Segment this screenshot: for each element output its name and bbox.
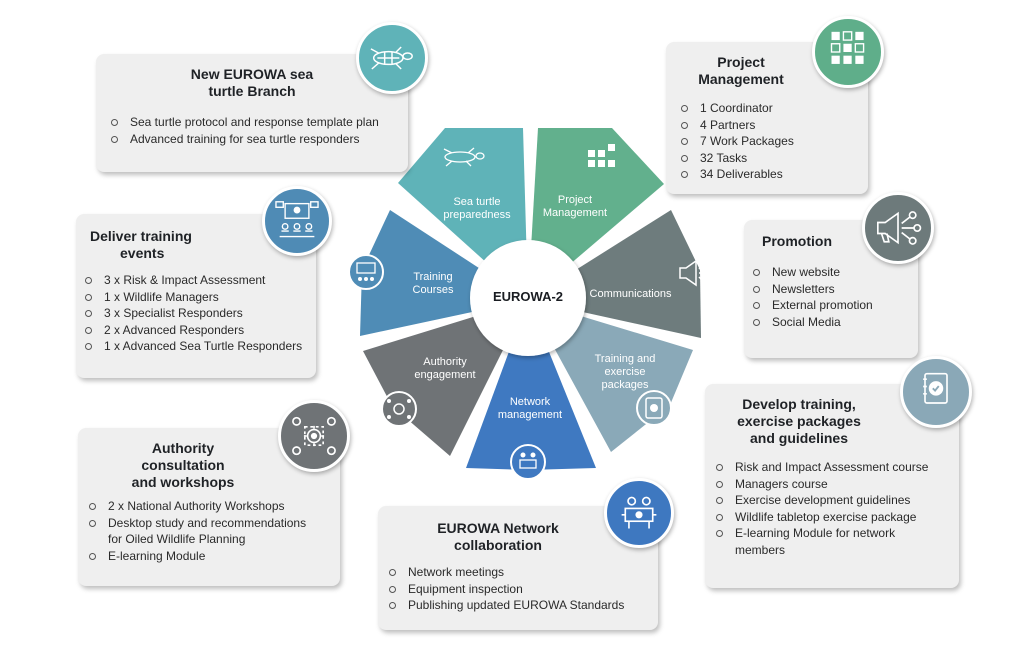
- list-item: Advanced training for sea turtle respond…: [106, 131, 379, 148]
- list-item: Wildlife tabletop exercise package: [711, 509, 928, 526]
- checklist-notebook-icon: [900, 356, 972, 428]
- list-item: 1 Coordinator: [676, 100, 794, 117]
- segment-label-sea-turtle: Sea turtle preparedness: [443, 196, 511, 221]
- turtle-icon: [356, 22, 428, 94]
- segment-label-authority-engagement: Authority engagement: [414, 356, 476, 381]
- megaphone-icon: [862, 192, 934, 264]
- segment-network-management: [466, 300, 596, 470]
- list-item: 1 x Wildlife Managers: [80, 289, 302, 306]
- card-sea-turtle-branch: New EUROWA sea turtle Branch Sea turtle …: [96, 54, 408, 172]
- list-item: E-learning Module: [84, 548, 306, 565]
- network-meeting-icon: [604, 478, 674, 548]
- segment-network-icon: [510, 444, 546, 480]
- list-item: 3 x Specialist Responders: [80, 305, 302, 322]
- segment-turtle-icon: [443, 147, 485, 167]
- list-item: Managers course: [711, 476, 928, 493]
- list-item: External promotion: [748, 297, 873, 314]
- list-item: 3 x Risk & Impact Assessment: [80, 272, 302, 289]
- list-item: 32 Tasks: [676, 150, 794, 167]
- list-item: Publishing updated EUROWA Standards: [384, 597, 624, 614]
- list-item: 34 Deliverables: [676, 166, 794, 183]
- segment-project-grid-icon: [588, 144, 615, 167]
- card-title: New EUROWA sea turtle Branch: [190, 66, 314, 99]
- segment-authority-engagement: [363, 300, 528, 456]
- list-item: Newsletters: [748, 281, 873, 298]
- segment-label-network-management: Network management: [497, 396, 563, 421]
- list-item: E-learning Module for network members: [711, 525, 928, 558]
- list-item: 4 Partners: [676, 117, 794, 134]
- card-title: Authority consultation and workshops: [131, 440, 235, 490]
- list-item: 1 x Advanced Sea Turtle Responders: [80, 338, 302, 355]
- list-item: Desktop study and recommendations for Oi…: [84, 515, 306, 548]
- center-circle: [470, 240, 586, 356]
- center-label: EUROWA-2: [492, 289, 564, 304]
- list-item: 7 Work Packages: [676, 133, 794, 150]
- list-item: Risk and Impact Assessment course: [711, 459, 928, 476]
- classroom-icon: [262, 186, 332, 256]
- segment-megaphone-icon: [679, 258, 714, 288]
- segment-classroom-icon: [348, 254, 384, 290]
- card-promotion: Promotion New website Newsletters Extern…: [744, 220, 918, 358]
- segment-label-training-courses: Training Courses: [412, 271, 454, 296]
- card-title: Deliver training events: [90, 228, 192, 261]
- segment-label-communications: Communications: [589, 288, 672, 300]
- list-item: 2 x National Authority Workshops: [84, 498, 306, 515]
- list-item: Network meetings: [384, 564, 624, 581]
- list-item: New website: [748, 264, 873, 281]
- segment-notebook-icon: [636, 390, 672, 426]
- card-title: EUROWA Network collaboration: [437, 520, 559, 553]
- card-title: Project Management: [698, 54, 784, 87]
- card-title: Promotion: [762, 233, 832, 249]
- segment-label-project-management: Project Management: [542, 194, 608, 219]
- project-grid-icon: [812, 16, 884, 88]
- meeting-gear-icon: [278, 400, 350, 472]
- list-item: Equipment inspection: [384, 581, 624, 598]
- segment-label-training-exercise: Training and exercise packages: [594, 353, 656, 391]
- list-item: 2 x Advanced Responders: [80, 322, 302, 339]
- card-title: Develop training, exercise packages and …: [737, 396, 861, 446]
- list-item: Exercise development guidelines: [711, 492, 928, 509]
- card-project-management: Project Management 1 Coordinator 4 Partn…: [666, 42, 868, 194]
- list-item: Sea turtle protocol and response templat…: [106, 114, 379, 131]
- segment-meeting-gear-icon: [381, 391, 417, 427]
- list-item: Social Media: [748, 314, 873, 331]
